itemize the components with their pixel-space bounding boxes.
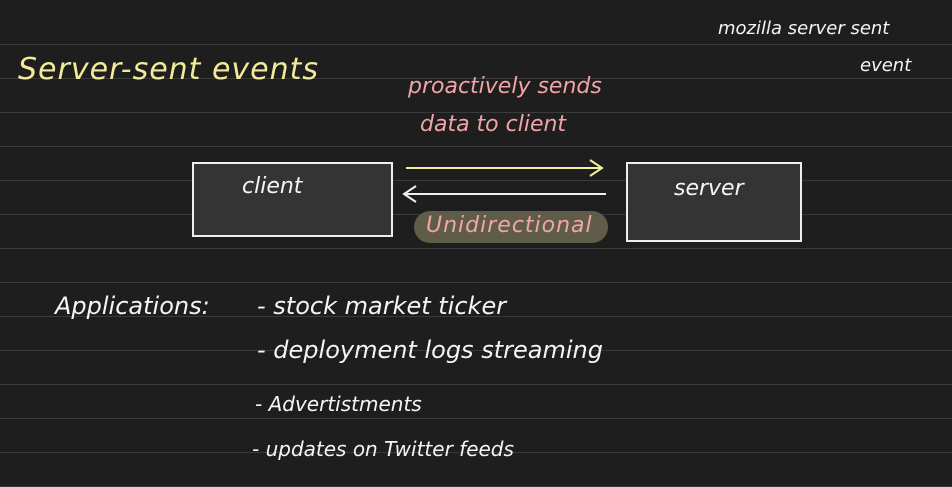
applications-heading: Applications: <box>55 292 210 320</box>
unidirectional-badge: Unidirectional <box>414 211 608 243</box>
server-label: server <box>674 176 744 201</box>
application-item: - updates on Twitter feeds <box>252 437 514 461</box>
arrow-to-server <box>402 185 606 203</box>
note-line-1: mozilla server sent <box>718 18 890 39</box>
page-title: Server-sent events <box>18 52 320 87</box>
application-item: - Advertistments <box>255 392 422 416</box>
arrow-to-client <box>406 159 604 177</box>
client-box: client <box>192 162 393 237</box>
application-item: - deployment logs streaming <box>257 336 603 364</box>
unidirectional-label: Unidirectional <box>426 213 593 238</box>
caption-line-2: data to client <box>420 112 567 137</box>
client-label: client <box>242 174 303 199</box>
application-item: - stock market ticker <box>257 292 507 320</box>
server-box: server <box>626 162 802 242</box>
note-line-2: event <box>860 55 912 76</box>
caption-line-1: proactively sends <box>408 74 602 99</box>
